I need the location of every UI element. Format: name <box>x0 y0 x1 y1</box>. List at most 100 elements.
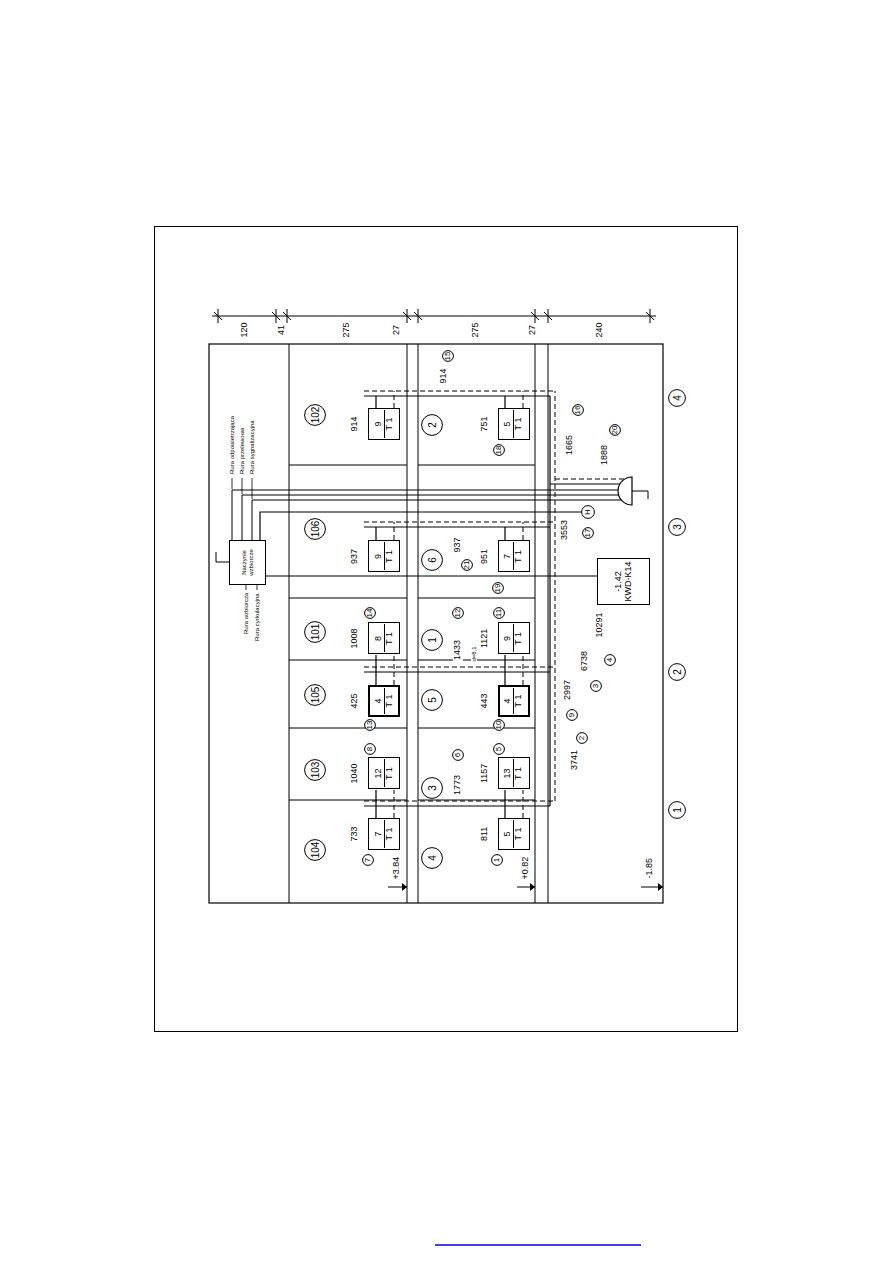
circle-outline <box>669 802 686 819</box>
circle-outline <box>494 744 505 755</box>
section-count: 7 <box>374 820 385 848</box>
level-mark: +0.82 <box>521 856 531 881</box>
level-mark: +3.84 <box>392 856 402 881</box>
section-count: 5 <box>503 410 514 438</box>
heat-load: 811 <box>480 826 490 842</box>
pipe-load: 10291 <box>595 611 605 638</box>
callout-number-text: 2 <box>578 736 587 740</box>
callout-number-text: 3 <box>592 684 601 688</box>
callout-number: 19 <box>492 582 504 594</box>
section-count: 4 <box>503 688 514 714</box>
callout-number-text: 9 <box>568 713 577 717</box>
circle-outline <box>492 855 503 866</box>
room-number: 4 <box>421 847 443 869</box>
circle-outline <box>305 760 326 781</box>
room-number-text: 1 <box>427 637 438 643</box>
pipe-note: d=8,1 <box>471 645 478 662</box>
room-number-text: 5 <box>427 697 438 703</box>
callout-number-text: 13 <box>366 721 375 730</box>
drawing-sheet: Naczynie wzbiorcze1041031051011061027T 1… <box>154 226 738 1032</box>
boiler-box: -1.42KWD-K14 <box>597 558 650 605</box>
axis-marker: 1 <box>668 801 686 819</box>
room-number: 105 <box>304 684 326 706</box>
radiator-type: T 1 <box>514 418 524 431</box>
heat-load: 1008 <box>350 627 360 649</box>
callout-number: 17 <box>582 527 594 539</box>
callout-number: 12 <box>452 607 464 619</box>
axis-marker-text: 2 <box>672 669 683 675</box>
callout-number: 21 <box>461 559 473 571</box>
pipe-load: 1773 <box>453 774 463 796</box>
expansion-tank-text: Naczynie wzbiorcze <box>241 543 254 582</box>
axis-marker-text: 1 <box>672 807 683 813</box>
room-number: 3 <box>421 777 443 799</box>
sheet-frame <box>155 227 738 1032</box>
circle-outline <box>422 848 443 869</box>
pipe-load: 937 <box>453 536 463 553</box>
callout-number: 20 <box>609 424 621 436</box>
callout-number: 2 <box>576 732 588 744</box>
radiator-type: T 1 <box>514 550 524 563</box>
circle-outline <box>591 681 602 692</box>
callout-number: 8 <box>364 743 376 755</box>
callout-number-text: 8 <box>366 747 375 751</box>
radiator-box: 5T 1 <box>498 818 530 850</box>
radiator-box: 4T 1 <box>368 685 400 717</box>
circle-outline <box>422 550 443 571</box>
callout-number: 13 <box>364 719 376 731</box>
level-mark: -1.42 <box>614 571 624 592</box>
callout-number-text: 1 <box>493 858 502 862</box>
circle-outline <box>669 519 686 536</box>
radiator-box: 4T 1 <box>498 685 530 717</box>
section-count: 9 <box>374 543 385 571</box>
pump-symbol-text: H <box>584 509 593 515</box>
room-number-text: 103 <box>310 762 321 779</box>
radiator-type: T 1 <box>385 695 395 708</box>
heat-load: 1040 <box>350 762 360 784</box>
circle-outline <box>494 445 505 456</box>
callout-number: 5 <box>493 743 505 755</box>
radiator-type: T 1 <box>514 828 524 841</box>
dimension: 41 <box>277 324 287 336</box>
radiator-type: T 1 <box>514 632 524 645</box>
room-number-text: 3 <box>427 785 438 791</box>
circle-outline <box>573 405 584 416</box>
dimension: 27 <box>528 324 538 336</box>
pipe-load: 1433 <box>453 639 463 661</box>
room-number-text: 2 <box>427 422 438 428</box>
dimension: 275 <box>471 321 481 338</box>
level-triangle <box>402 883 663 891</box>
heat-load: 1121 <box>480 628 490 649</box>
radiator-box: 5T 1 <box>498 408 530 440</box>
pipe-load: 914 <box>439 367 449 384</box>
circle-outline <box>365 720 376 731</box>
boiler-symbol <box>618 477 632 505</box>
room-number-text: 101 <box>310 624 321 641</box>
heat-load: 751 <box>480 415 490 432</box>
pipe-load: 6738 <box>580 650 590 672</box>
axis-marker: 4 <box>668 389 686 407</box>
partition-wall <box>289 465 535 800</box>
level-mark: -1.85 <box>645 857 655 880</box>
radiator-box: 9T 1 <box>368 408 400 440</box>
radiator-type: T 1 <box>385 550 395 563</box>
pipe-load: 1888 <box>600 444 610 466</box>
callout-number-text: 10 <box>495 721 504 730</box>
callout-number: 18 <box>493 444 505 456</box>
callout-number: 1 <box>491 854 503 866</box>
circle-outline <box>422 690 443 711</box>
callout-number: 3 <box>590 680 602 692</box>
heat-load: 914 <box>350 415 360 432</box>
callout-number: 14 <box>364 607 376 619</box>
axis-marker: 2 <box>668 663 686 681</box>
circle-outline <box>305 622 326 643</box>
callout-number-text: 15 <box>444 352 453 361</box>
circle-outline <box>494 720 505 731</box>
circle-outline <box>453 750 464 761</box>
section-count: 5 <box>503 820 514 848</box>
radiator-box: 9T 1 <box>498 623 530 655</box>
radiator-box: 9T 1 <box>368 541 400 573</box>
room-number-text: 106 <box>310 521 321 538</box>
radiator-type: T 1 <box>385 418 395 431</box>
section-count: 7 <box>503 543 514 571</box>
